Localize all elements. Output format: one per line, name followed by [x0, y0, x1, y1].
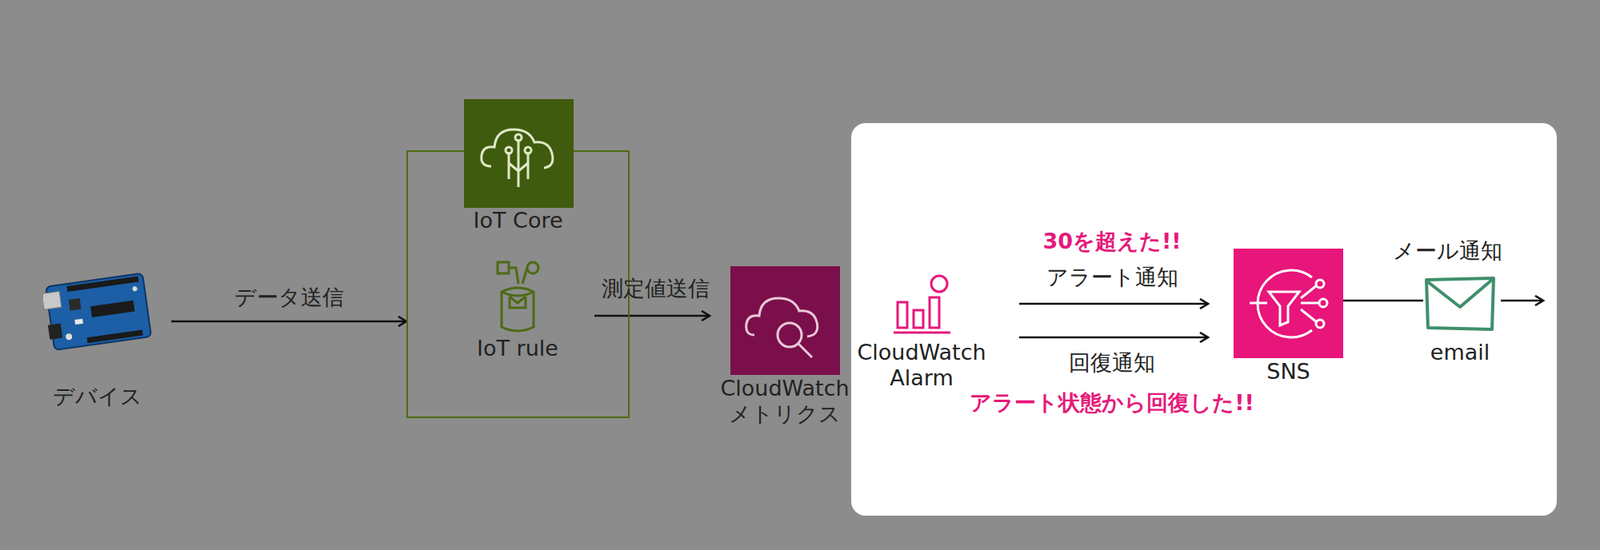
- connector-arrow: [1019, 303, 1208, 306]
- arduino-icon: [43, 270, 153, 352]
- edge-label: 回復通知: [1068, 350, 1156, 376]
- mail-icon: [1423, 275, 1497, 333]
- connector-arrow: [1019, 336, 1208, 340]
- service-node: SNS: [1233, 248, 1344, 385]
- node-label: デバイス: [29, 384, 166, 410]
- status-note: 30を超えた!!: [1042, 227, 1181, 256]
- service-node: email: [1423, 275, 1497, 366]
- node-label: CloudWatch メトリクス: [714, 376, 856, 428]
- node-label: SNS: [1233, 359, 1344, 385]
- status-note: アラート状態から回復した!!: [969, 388, 1255, 418]
- rule-icon: [495, 260, 541, 336]
- edge-label: アラート通知: [1046, 264, 1179, 291]
- edge-label: データ送信: [234, 284, 344, 311]
- node-label: IoT Core: [408, 208, 628, 234]
- connector-arrow: [171, 320, 407, 324]
- service-node: IoT rule: [445, 260, 590, 362]
- connector-arrow: [594, 315, 710, 318]
- connector-arrow: [1343, 300, 1424, 303]
- service-node: CloudWatch メトリクス: [714, 266, 856, 428]
- service-node: デバイス: [29, 270, 166, 410]
- group-box: IoT CoreIoT rule: [406, 150, 630, 419]
- edge-label: メール通知: [1392, 238, 1503, 264]
- alarm-icon: [892, 273, 952, 335]
- service-node: CloudWatch Alarm: [849, 273, 994, 392]
- node-label: CloudWatch Alarm: [849, 340, 994, 392]
- iot-core-icon: [464, 99, 574, 208]
- node-label: email: [1423, 340, 1497, 366]
- edge-label: 測定値送信: [601, 276, 710, 302]
- cw-icon: [730, 266, 840, 376]
- outgoing-arrow: [1500, 300, 1544, 303]
- node-label: IoT rule: [445, 336, 590, 362]
- sns-icon: [1233, 248, 1344, 359]
